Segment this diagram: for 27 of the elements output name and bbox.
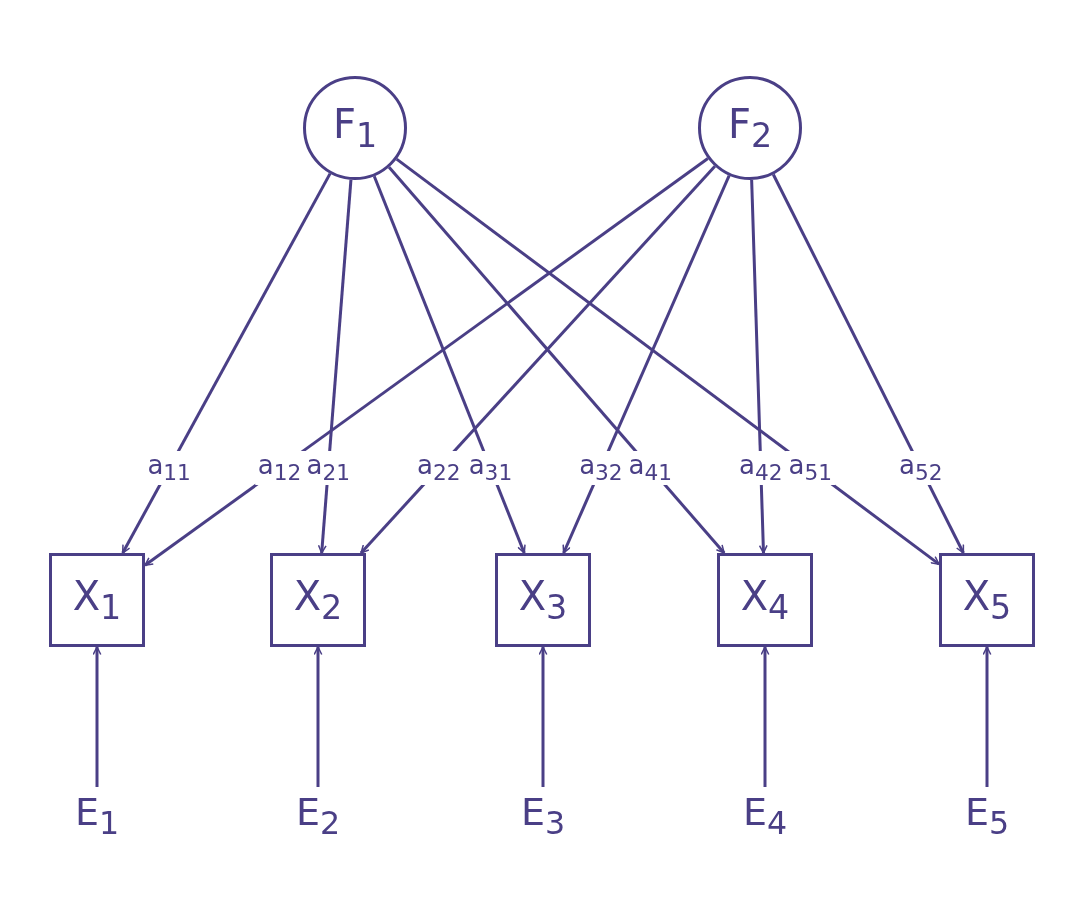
variable-box: X$_{2}$ [270,553,366,647]
variable-box: X$_{4}$ [717,553,813,647]
factor-circle: F$_{2}$ [698,76,802,180]
arrow [750,179,768,554]
arrow [982,646,992,787]
error-term-label: E$_{2}$ [286,787,350,843]
arrow [144,157,709,567]
arrow [121,172,332,554]
variable-box: X$_{1}$ [49,553,145,647]
error-term-label: E$_{4}$ [733,787,797,843]
arrow [317,179,353,554]
arrow [313,646,323,787]
arrow [538,646,548,787]
arrow [562,175,731,554]
variable-box: X$_{3}$ [495,553,591,647]
arrow [772,173,965,554]
arrow [92,646,102,787]
variable-box: X$_{5}$ [939,553,1035,647]
factor-circle: F$_{1}$ [303,76,407,180]
arrow [372,175,526,554]
error-term-label: E$_{3}$ [511,787,575,843]
arrow [395,157,940,566]
error-term-label: E$_{5}$ [955,787,1019,843]
arrow [760,646,770,787]
edge-label: a$_{12}$ [254,451,305,485]
edge-label: a$_{51}$ [785,451,835,485]
error-term-label: E$_{1}$ [65,787,129,843]
